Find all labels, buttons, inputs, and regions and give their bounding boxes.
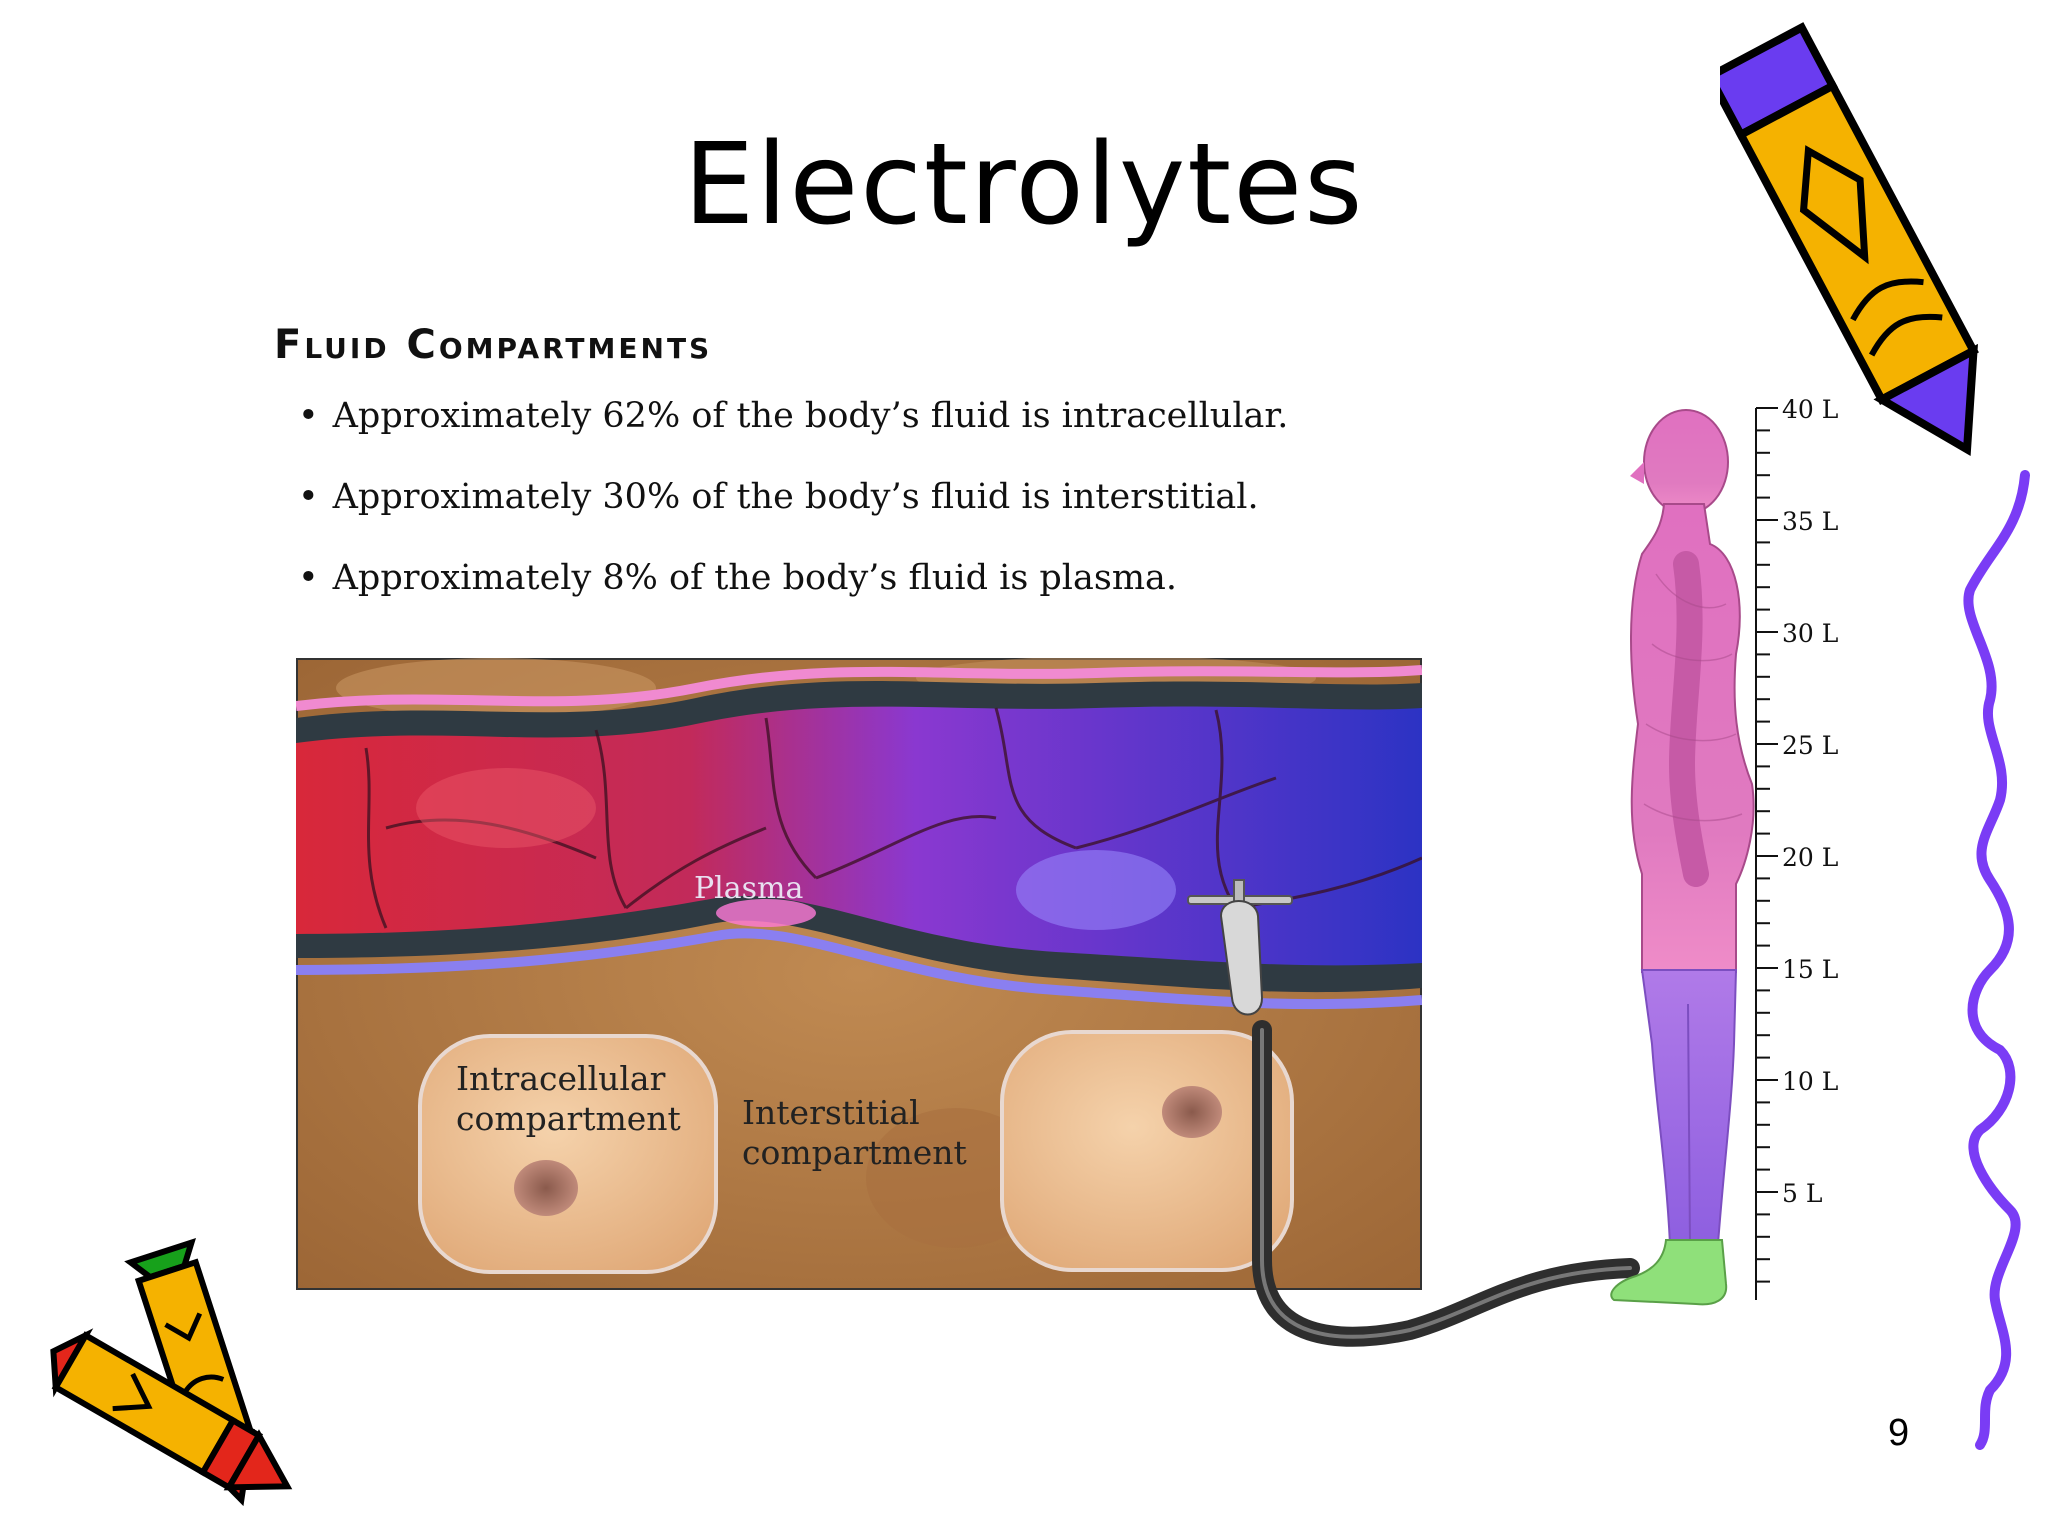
intracellular-label-line2: compartment bbox=[456, 1099, 681, 1138]
intracellular-cell bbox=[418, 1034, 718, 1274]
scale-label-25l: 25 L bbox=[1782, 731, 1838, 760]
scale-label-5l: 5 L bbox=[1782, 1179, 1822, 1208]
interstitial-label-line1: Interstitial bbox=[742, 1093, 920, 1132]
wavy-line bbox=[1963, 470, 2030, 1450]
interstitial-label-line2: compartment bbox=[742, 1133, 967, 1172]
cell-nucleus bbox=[514, 1160, 578, 1216]
crayon-icon bbox=[50, 1237, 293, 1507]
page-number: 9 bbox=[1888, 1412, 1910, 1454]
faucet-icon bbox=[1187, 879, 1293, 1016]
scale-label-35l: 35 L bbox=[1782, 507, 1838, 536]
volume-scale: 40 L 35 L 30 L 25 L 20 L 15 L 10 L 5 L bbox=[1755, 396, 1838, 1300]
bullet-list: Approximately 62% of the body’s fluid is… bbox=[298, 396, 1289, 639]
feet bbox=[1610, 1239, 1728, 1306]
fluid-compartments-diagram: Plasma Intracellular compartment Interst… bbox=[296, 658, 1422, 1290]
scale-label-20l: 20 L bbox=[1782, 843, 1838, 872]
scale-label-15l: 15 L bbox=[1782, 955, 1838, 984]
scale-label-10l: 10 L bbox=[1782, 1067, 1838, 1096]
scale-label-30l: 30 L bbox=[1782, 619, 1838, 648]
section-heading: Fluid Compartments bbox=[274, 322, 713, 368]
pencil-icon bbox=[1720, 22, 1979, 457]
bullet-intracellular: Approximately 62% of the body’s fluid is… bbox=[298, 396, 1289, 477]
drain-hose bbox=[1252, 1020, 1640, 1347]
intracellular-cell-2 bbox=[1000, 1030, 1294, 1272]
bullet-plasma: Approximately 8% of the body’s fluid is … bbox=[298, 558, 1288, 639]
cell-nucleus-2 bbox=[1162, 1086, 1222, 1138]
human-figure bbox=[1610, 409, 1755, 1306]
plasma-label: Plasma bbox=[694, 871, 804, 906]
intracellular-label-line1: Intracellular bbox=[456, 1059, 666, 1098]
bullet-interstitial: Approximately 30% of the body’s fluid is… bbox=[298, 477, 1288, 558]
scale-label-40l: 40 L bbox=[1782, 396, 1838, 424]
slide-title: Electrolytes bbox=[683, 120, 1365, 250]
